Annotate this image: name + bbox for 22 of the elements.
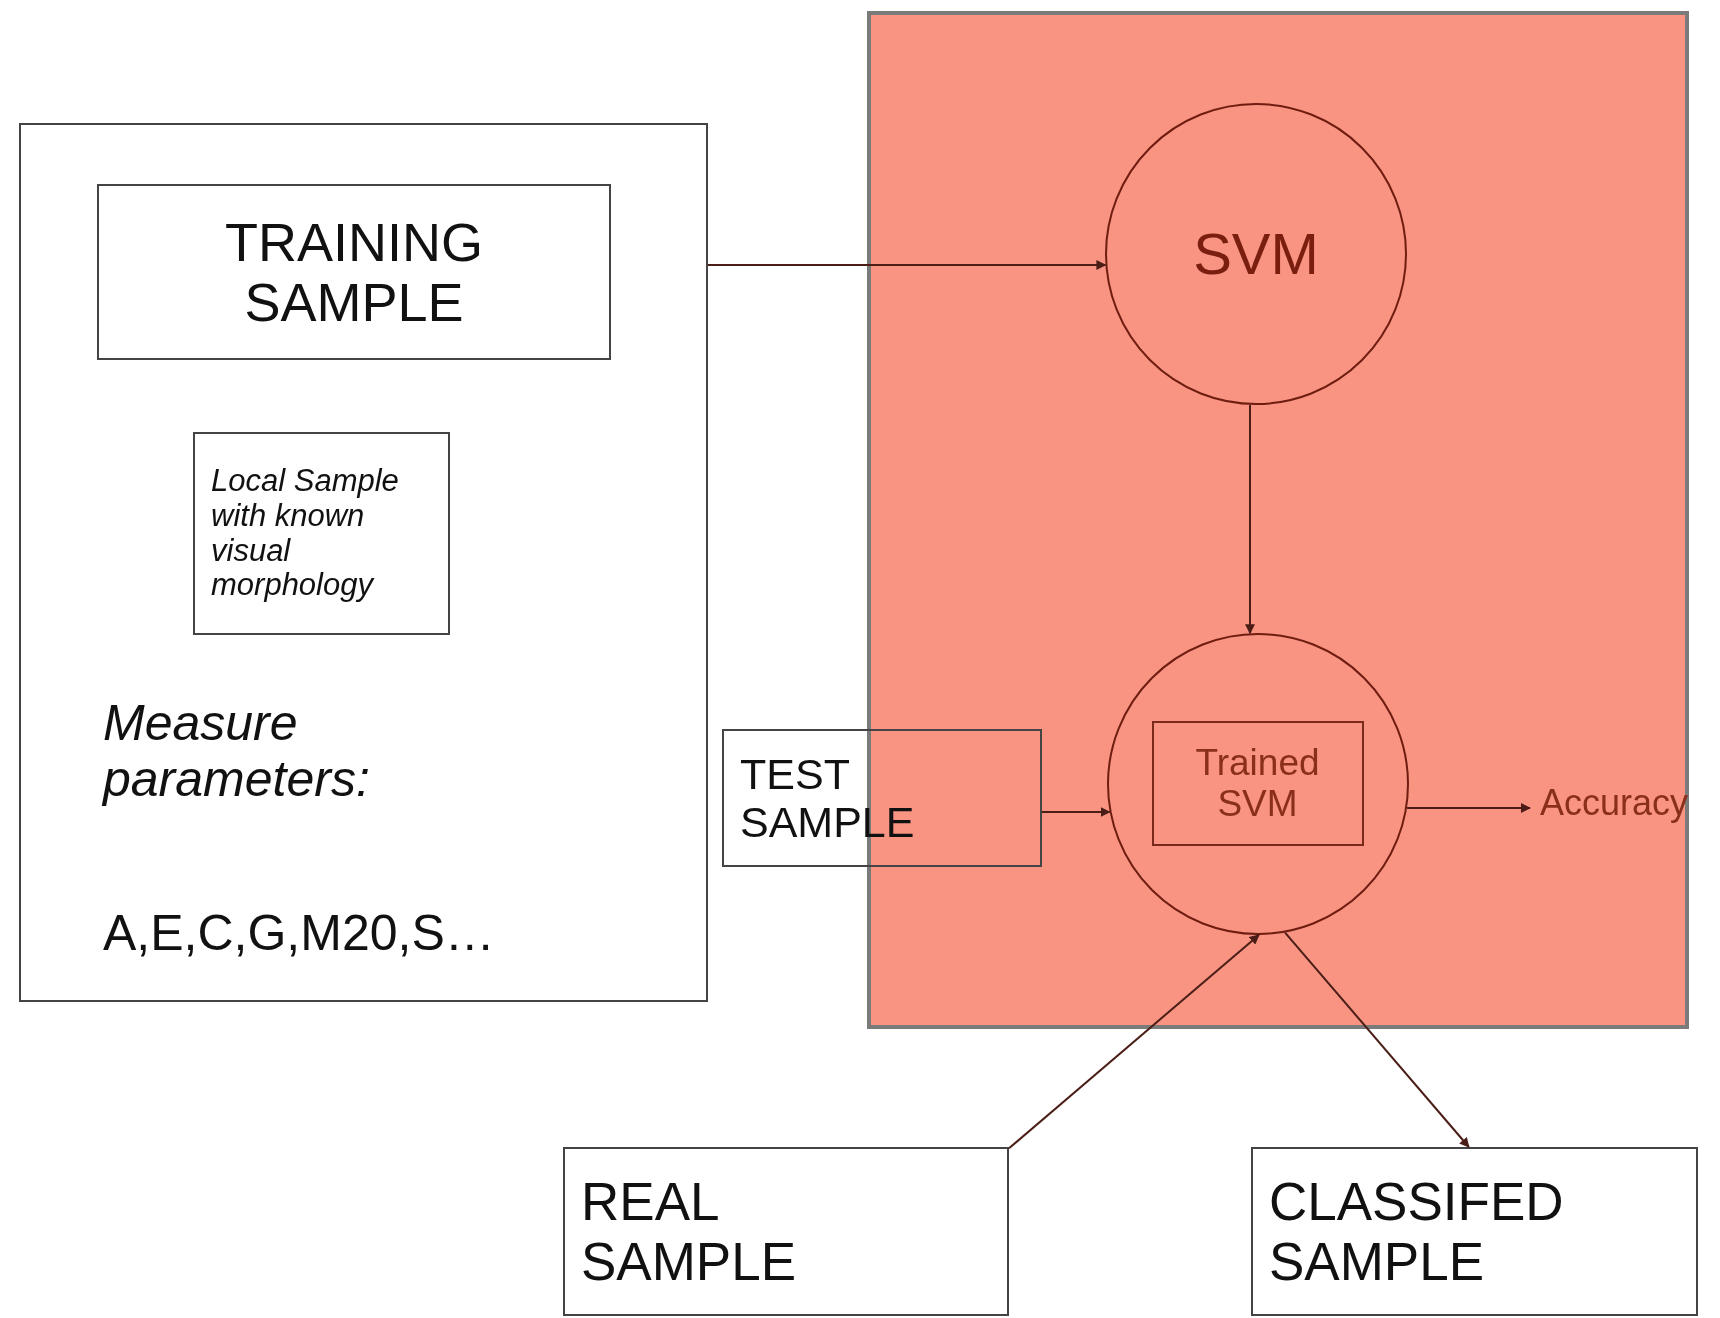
node-label: Local Sample with known visual morphology bbox=[211, 464, 400, 603]
arrow bbox=[707, 260, 1107, 270]
arrow bbox=[1406, 803, 1531, 813]
arrow bbox=[1008, 934, 1260, 1150]
training-sample-box bbox=[97, 184, 611, 360]
svm-circle bbox=[1105, 103, 1407, 405]
node-label: REAL SAMPLE bbox=[581, 1172, 798, 1291]
trained-svm-circle bbox=[1107, 633, 1409, 935]
parameter-panel bbox=[19, 123, 708, 1002]
classified-sample-box bbox=[1251, 1147, 1698, 1316]
local-sample-box bbox=[193, 432, 450, 635]
node-label: TRAINING SAMPLE bbox=[224, 211, 484, 333]
arrow bbox=[1245, 403, 1255, 635]
arrow bbox=[1041, 807, 1111, 817]
node-label: SVM bbox=[1193, 221, 1319, 287]
trained-svm-box bbox=[1151, 720, 1364, 846]
real-sample-box bbox=[563, 1147, 1009, 1316]
arrow bbox=[1284, 931, 1470, 1148]
node-label: Measure parameters: bbox=[103, 695, 371, 807]
node-label: CLASSIFED SAMPLE bbox=[1269, 1172, 1565, 1291]
node-label: A,E,C,G,M20,S… bbox=[103, 905, 496, 961]
node-label: Trained SVM bbox=[1194, 741, 1321, 825]
